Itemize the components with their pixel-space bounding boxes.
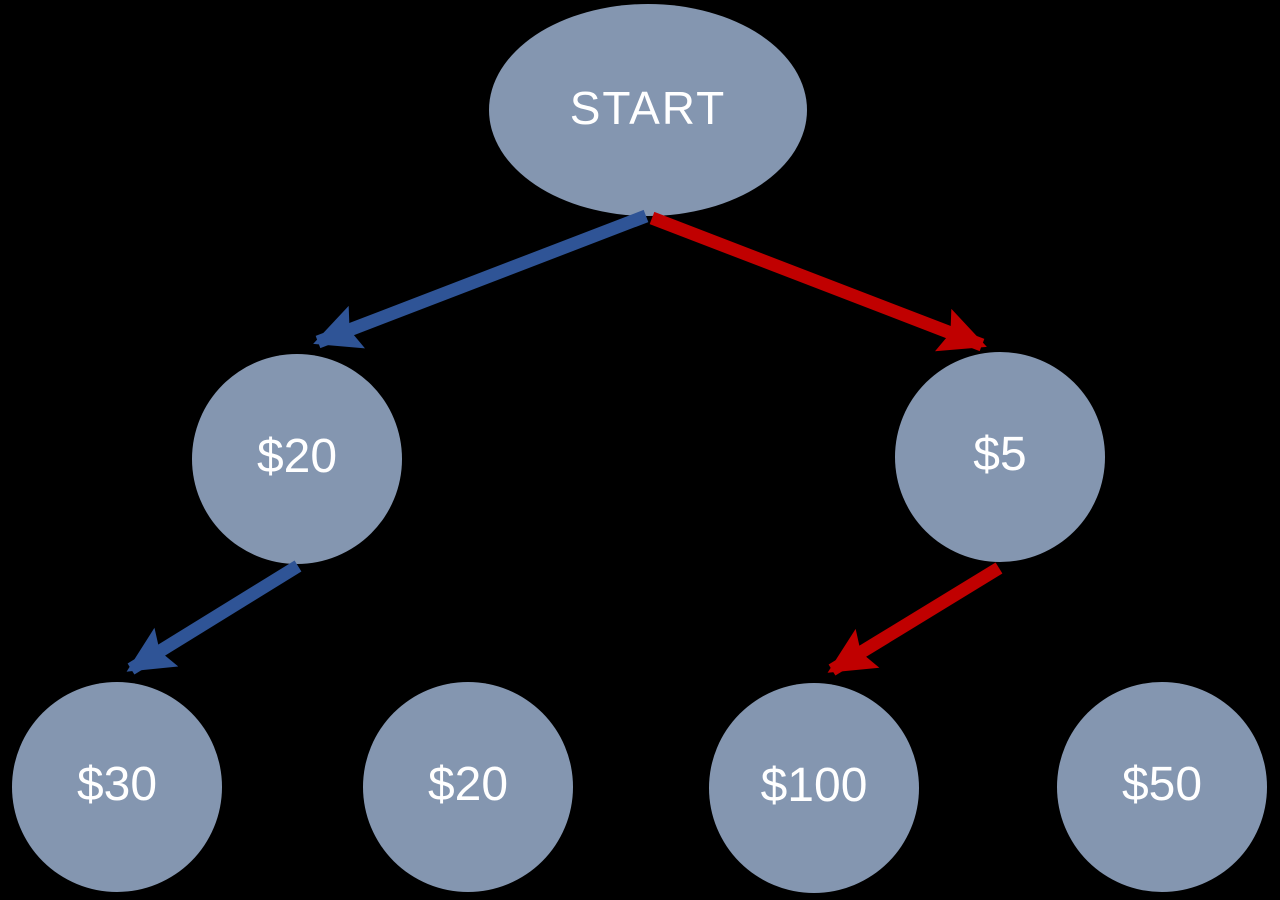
node-leaf-2-label: $20 [427,758,509,811]
arrow-mid-right-to-leaf-3 [827,562,1003,676]
node-leaf-2: $20 [363,682,573,892]
node-leaf-1-label: $30 [76,758,158,811]
node-mid-right: $5 [895,352,1105,562]
node-leaf-4-label: $50 [1121,758,1203,811]
node-leaf-1: $30 [12,682,222,892]
arrow-start-to-mid-right [649,211,987,352]
node-mid-right-label: $5 [973,428,1027,481]
arrow-start-to-mid-left [313,209,649,349]
node-leaf-4: $50 [1057,682,1267,892]
arrow-mid-left-to-leaf-1 [126,560,302,675]
node-mid-left: $20 [192,354,402,564]
node-leaf-3: $100 [709,683,919,893]
node-leaf-3-label: $100 [760,759,868,812]
node-start: START [489,4,807,216]
node-start-label: START [569,82,727,134]
node-mid-left-label: $20 [256,430,338,483]
